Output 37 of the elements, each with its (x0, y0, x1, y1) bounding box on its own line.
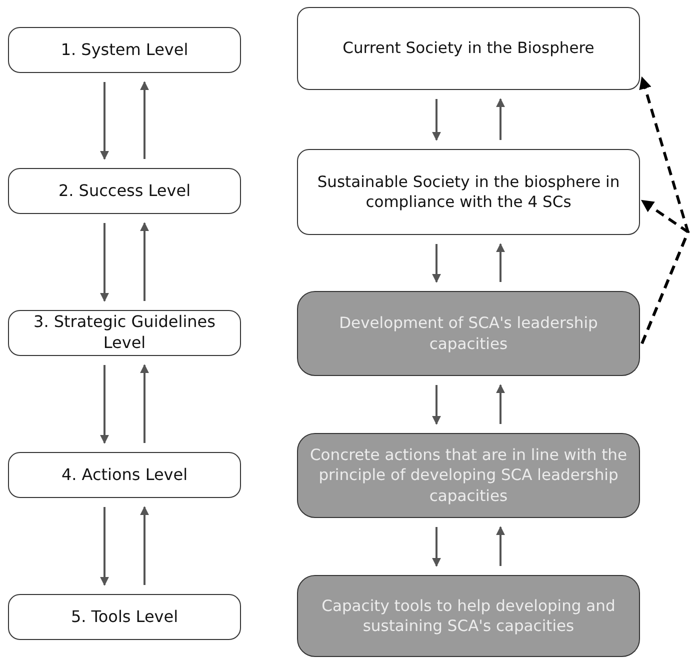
arrow (432, 385, 441, 425)
arrow (496, 384, 505, 424)
arrow (496, 98, 505, 140)
arrow (100, 82, 109, 160)
box-label: Sustainable Society in the biosphere in compliance with the 4 SCs (316, 172, 621, 212)
arrow (140, 364, 149, 443)
arrow (100, 507, 109, 586)
box-label: Capacity tools to help developing and sustaining SCA's capacities (320, 596, 616, 636)
dashed-arrow (640, 199, 690, 344)
box-label: 2. Success Level (58, 180, 191, 202)
box-label: Concrete actions that are in line with the principle of developing SCA leadership capacities (308, 445, 628, 506)
arrow (140, 222, 149, 301)
arrow (496, 243, 505, 282)
arrow (140, 506, 149, 585)
arrow (432, 99, 441, 141)
box-label: 4. Actions Level (61, 464, 188, 486)
box-label: 1. System Level (60, 40, 188, 60)
level-box (297, 149, 640, 235)
arrow (432, 527, 441, 567)
level-box (297, 7, 640, 90)
level-box (8, 594, 241, 640)
level-box (8, 168, 241, 214)
arrow (100, 365, 109, 444)
box-label: 3. Strategic Guidelines Level (32, 312, 216, 354)
level-box (8, 452, 241, 498)
level-box (8, 27, 241, 73)
shaded-box (297, 575, 640, 657)
level-box (8, 310, 241, 356)
box-label: 5. Tools Level (70, 606, 178, 628)
arrow (100, 223, 109, 302)
arrow (140, 81, 149, 159)
box-label: Current Society in the Biosphere (342, 38, 594, 59)
shaded-box (297, 433, 640, 518)
box-label: Development of SCA's leadership capacities (338, 313, 599, 354)
shaded-box (297, 291, 640, 376)
arrow (432, 244, 441, 283)
arrow (496, 526, 505, 566)
